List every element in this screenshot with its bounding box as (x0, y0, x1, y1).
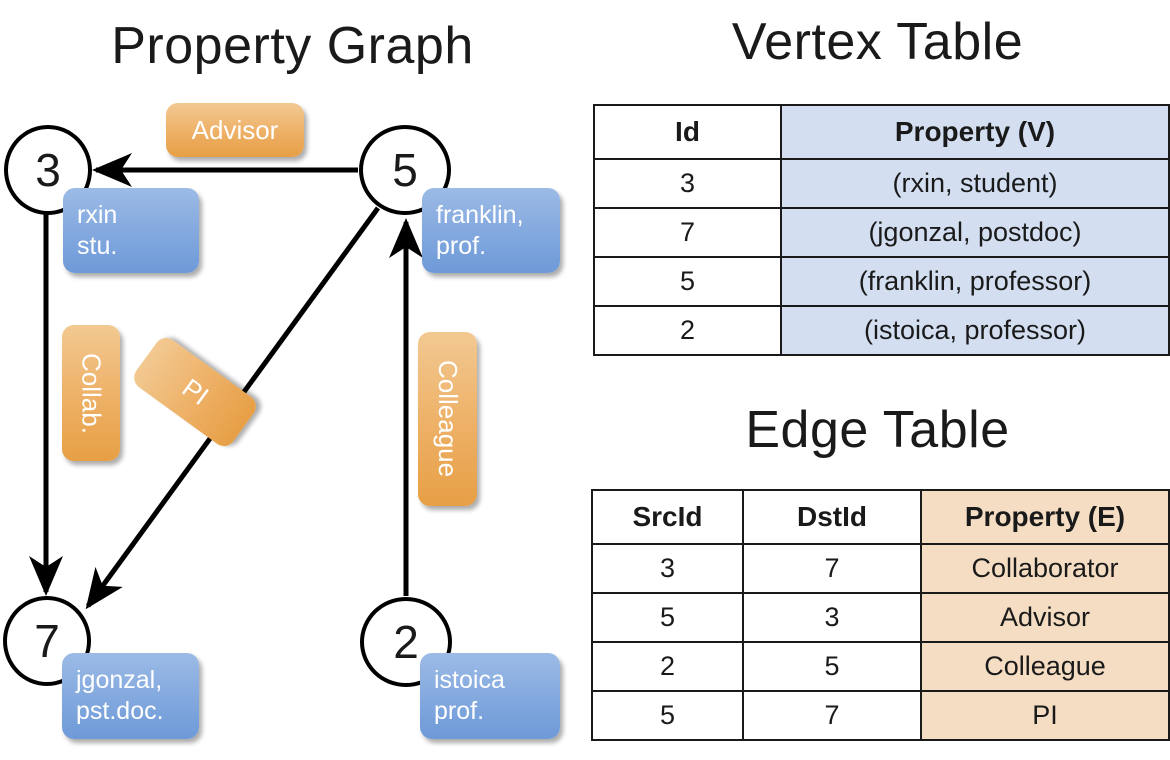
graph-node-2-property-box: istoica prof. (420, 653, 560, 739)
graph-edge-label-colleague: Colleague (418, 332, 477, 506)
graph-edge-label-advisor-text: Advisor (191, 114, 279, 145)
vertex-table-row[interactable]: 7 (jgonzal, postdoc) (593, 207, 1170, 258)
vertex-table-row[interactable]: 3 (rxin, student) (593, 158, 1170, 209)
edge-table-cell-dstid: 5 (742, 641, 922, 692)
property-graph-diagram: 3 5 7 2 rxin stu. franklin, prof. jgonza… (3, 103, 560, 739)
graph-edge-label-pi-text: PI (176, 372, 215, 411)
vertex-table-header-row: Id Property (V) (593, 104, 1170, 160)
vertex-table-cell-property: (jgonzal, postdoc) (780, 207, 1170, 258)
graph-edge-label-colleague-text: Colleague (433, 360, 463, 478)
edge-table-row[interactable]: 2 5 Colleague (591, 641, 1170, 692)
vertex-table-header-id: Id (593, 104, 782, 160)
edge-table-header-property: Property (E) (920, 489, 1170, 545)
vertex-table-cell-id: 2 (593, 305, 782, 356)
vertex-table-row[interactable]: 2 (istoica, professor) (593, 305, 1170, 356)
graph-node-7-property-line1: jgonzal, (76, 666, 163, 694)
page-title-edge-table: Edge Table (745, 401, 1010, 459)
edge-table-header-row: SrcId DstId Property (E) (591, 489, 1170, 545)
page-title-property-graph: Property Graph (111, 17, 474, 75)
graph-edge-label-collab-text: Collab. (76, 352, 107, 434)
vertex-table-cell-property: (franklin, professor) (780, 256, 1170, 307)
graph-node-3-label: 3 (35, 144, 61, 196)
edge-table-header-srcid: SrcId (591, 489, 744, 545)
graph-edge-label-collab: Collab. (62, 325, 120, 461)
graph-node-2-property-line2: prof. (434, 697, 485, 726)
edge-table-cell-dstid: 3 (742, 592, 922, 643)
graph-node-3-property-line2: stu. (77, 232, 118, 261)
graph-node-5[interactable]: 5 (359, 125, 451, 215)
vertex-table-header-property: Property (V) (780, 104, 1170, 160)
page-title-vertex-table: Vertex Table (731, 13, 1024, 71)
edge-table-cell-property: PI (920, 690, 1170, 741)
vertex-table-cell-id: 5 (593, 256, 782, 307)
edge-table-row[interactable]: 5 3 Advisor (591, 592, 1170, 643)
graph-node-5-label: 5 (392, 144, 418, 196)
graph-node-7-label: 7 (34, 615, 60, 667)
vertex-table-cell-id: 3 (593, 158, 782, 209)
edge-table-header-dstid: DstId (742, 489, 922, 545)
graph-node-2[interactable]: 2 (360, 597, 452, 687)
graph-node-7-property-line2: pst.doc. (76, 697, 164, 726)
edge-table-row[interactable]: 5 7 PI (591, 690, 1170, 741)
graph-node-3-property-line1: rxin (77, 201, 118, 229)
graph-node-2-property-line1: istoica (434, 666, 505, 694)
edge-table-row[interactable]: 3 7 Collaborator (591, 543, 1170, 594)
graph-node-7-property-box: jgonzal, pst.doc. (62, 653, 199, 739)
edge-table-cell-srcid: 5 (591, 690, 744, 741)
vertex-table-cell-property: (rxin, student) (780, 158, 1170, 209)
edge-table-cell-srcid: 3 (591, 543, 744, 594)
graph-node-5-property-box: franklin, prof. (422, 188, 560, 273)
vertex-table: Id Property (V) 3 (rxin, student) 7 (jgo… (593, 104, 1170, 356)
vertex-table-cell-property: (istoica, professor) (780, 305, 1170, 356)
graph-edge-label-advisor: Advisor (166, 103, 304, 157)
vertex-table-cell-id: 7 (593, 207, 782, 258)
edge-table-cell-srcid: 5 (591, 592, 744, 643)
graph-node-5-property-line1: franklin, (436, 201, 524, 229)
edge-table-cell-dstid: 7 (742, 543, 922, 594)
edge-table-cell-property: Advisor (920, 592, 1170, 643)
graph-node-3-property-box: rxin stu. (63, 188, 199, 273)
vertex-table-row[interactable]: 5 (franklin, professor) (593, 256, 1170, 307)
edge-table-cell-property: Collaborator (920, 543, 1170, 594)
graph-node-5-property-line2: prof. (436, 232, 487, 261)
edge-table: SrcId DstId Property (E) 3 7 Collaborato… (591, 489, 1170, 741)
edge-table-cell-dstid: 7 (742, 690, 922, 741)
graph-node-2-label: 2 (393, 616, 419, 668)
edge-table-cell-srcid: 2 (591, 641, 744, 692)
edge-table-cell-property: Colleague (920, 641, 1170, 692)
